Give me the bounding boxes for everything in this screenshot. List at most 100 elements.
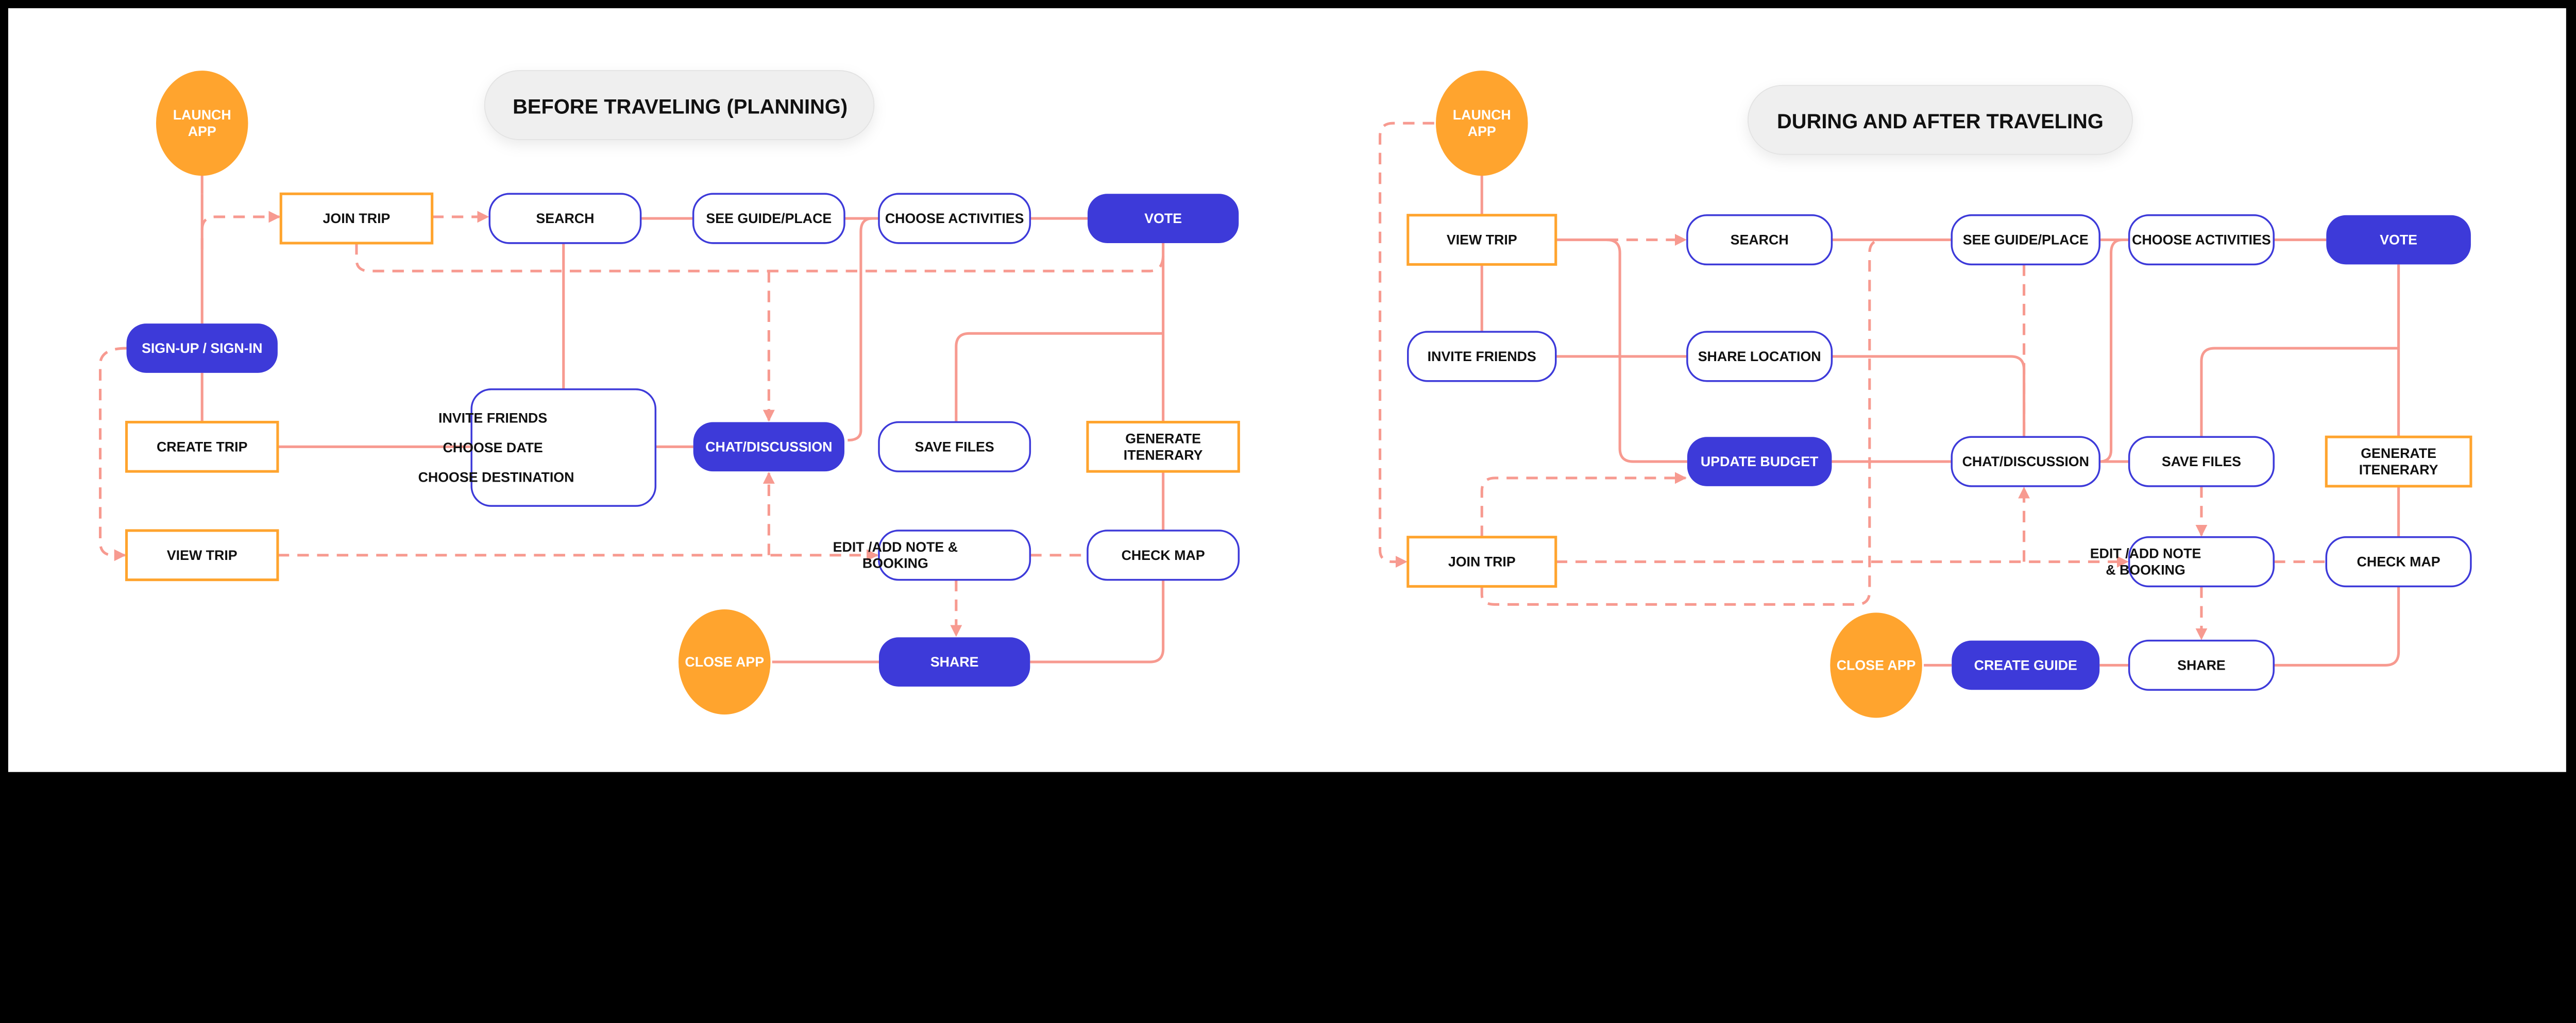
node-save[interactable]: SAVE FILES	[878, 421, 1031, 472]
node-shape	[693, 422, 845, 472]
node-shape	[1951, 214, 2100, 266]
node-shape	[488, 193, 642, 244]
title-pill	[484, 70, 875, 141]
node-label: APP	[1468, 124, 1496, 139]
node-shape	[692, 193, 845, 244]
node-label: CREATE TRIP	[157, 439, 247, 454]
node-create[interactable]: CREATE TRIP	[125, 420, 279, 473]
node-vote[interactable]: VOTE	[2326, 215, 2471, 265]
connector	[2274, 586, 2400, 667]
node-activities[interactable]: CHOOSE ACTIVITIES	[2128, 214, 2275, 266]
node-shape	[2128, 639, 2275, 691]
node-activities[interactable]: CHOOSE ACTIVITIES	[878, 193, 1031, 244]
node-search[interactable]: SEARCH	[1686, 214, 1833, 266]
node-location[interactable]: SHARE LOCATION	[1686, 331, 1833, 382]
node-label: CHAT/DISCUSSION	[1962, 454, 2089, 469]
node-close[interactable]: CLOSE APP	[678, 609, 771, 715]
node-label: & BOOKING	[2106, 562, 2185, 578]
node-invite[interactable]: INVITE FRIENDS	[1407, 331, 1557, 382]
node-shape	[1952, 640, 2100, 690]
node-label: INVITE FRIENDS	[1428, 349, 1536, 364]
node-shape	[470, 388, 657, 507]
circle-shape	[156, 71, 248, 176]
node-label: SAVE FILES	[2162, 454, 2241, 469]
node-map[interactable]: CHECK MAP	[2325, 536, 2472, 588]
node-label: SHARE	[930, 654, 979, 670]
circle-shape	[1435, 71, 1528, 176]
circle-shape	[1830, 612, 1922, 718]
diagram-title: BEFORE TRAVELING (PLANNING)	[513, 95, 848, 118]
node-label: LAUNCH	[1453, 107, 1511, 123]
node-label: APP	[188, 124, 216, 139]
node-shape	[1686, 331, 1833, 382]
node-shape	[279, 192, 434, 245]
node-label: CHECK MAP	[2357, 554, 2441, 570]
node-label: EDIT /ADD NOTE &	[833, 539, 958, 555]
node-join[interactable]: JOIN TRIP	[279, 192, 434, 245]
node-label: GENERATE	[2361, 446, 2436, 461]
node-label: SIGN-UP / SIGN-IN	[142, 340, 262, 356]
node-label: CLOSE APP	[685, 654, 764, 670]
node-shape	[2128, 214, 2275, 266]
node-join[interactable]: JOIN TRIP	[1406, 536, 1557, 588]
node-share[interactable]: SHARE	[878, 637, 1030, 687]
node-search[interactable]: SEARCH	[488, 193, 642, 244]
node-guide[interactable]: SEE GUIDE/PLACE	[692, 193, 845, 244]
connector	[1030, 579, 1165, 663]
title-pill	[1747, 84, 2133, 155]
dashed-connector	[1480, 238, 1883, 606]
node-shape	[2325, 435, 2472, 488]
connector	[955, 332, 1163, 422]
node-shape	[878, 530, 1031, 581]
node-chat[interactable]: CHAT/DISCUSSION	[1951, 436, 2100, 487]
node-view[interactable]: VIEW TRIP	[125, 529, 279, 582]
during-after-traveling-diagram: DURING AND AFTER TRAVELING LAUNCHAPPVIEW…	[1379, 71, 2472, 718]
node-label: SEE GUIDE/PLACE	[706, 211, 832, 226]
node-vote[interactable]: VOTE	[1087, 194, 1239, 243]
node-shape	[2128, 436, 2275, 487]
node-label: JOIN TRIP	[1448, 554, 1516, 570]
node-map[interactable]: CHECK MAP	[1087, 530, 1240, 581]
node-save[interactable]: SAVE FILES	[2128, 436, 2275, 487]
node-guidecreate[interactable]: CREATE GUIDE	[1952, 640, 2100, 690]
node-shape	[878, 193, 1031, 244]
dashed-connector	[355, 243, 1165, 272]
node-label: ITENERARY	[2359, 462, 2438, 478]
node-edit[interactable]: EDIT /ADD NOTE& BOOKING	[2090, 536, 2275, 588]
node-shape	[125, 420, 279, 473]
node-label: UPDATE BUDGET	[1701, 454, 1819, 469]
node-close[interactable]: CLOSE APP	[1830, 612, 1922, 718]
node-budget[interactable]: UPDATE BUDGET	[1687, 437, 1832, 486]
node-label: CLOSE APP	[1837, 657, 1916, 673]
node-label: CHOOSE DESTINATION	[418, 469, 574, 485]
node-share[interactable]: SHARE	[2128, 639, 2275, 691]
node-shape	[1406, 536, 1557, 588]
node-shape	[126, 323, 278, 373]
dashed-connector	[1379, 122, 1434, 568]
node-shape	[878, 421, 1031, 472]
node-shape	[2325, 536, 2472, 588]
node-shape	[1687, 437, 1832, 486]
dashed-connector	[98, 347, 127, 561]
node-shape	[1407, 331, 1557, 382]
node-label: BOOKING	[862, 556, 928, 571]
node-shape	[1087, 530, 1240, 581]
node-view[interactable]: VIEW TRIP	[1406, 214, 1557, 266]
node-label: SEARCH	[1731, 232, 1789, 248]
node-chat[interactable]: CHAT/DISCUSSION	[693, 422, 845, 472]
dashed-connector	[1480, 472, 1687, 537]
node-label: SAVE FILES	[915, 439, 994, 454]
node-label: JOIN TRIP	[323, 211, 391, 226]
node-guide[interactable]: SEE GUIDE/PLACE	[1951, 214, 2100, 266]
node-label: SHARE LOCATION	[1698, 349, 1821, 364]
node-signup[interactable]: SIGN-UP / SIGN-IN	[126, 323, 278, 373]
node-edit[interactable]: EDIT /ADD NOTE &BOOKING	[833, 530, 1031, 581]
node-label: VOTE	[2380, 232, 2417, 248]
user-flow-canvas: BEFORE TRAVELING (PLANNING) LAUNCHAPPJOI…	[8, 8, 2566, 772]
